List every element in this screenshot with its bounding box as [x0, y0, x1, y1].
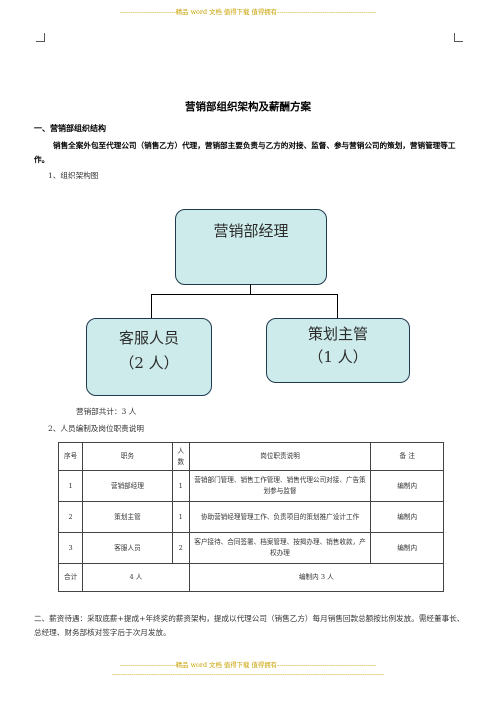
table-cell: 1 [171, 470, 190, 502]
staffing-heading: 2、人员编制及岗位职责说明 [48, 424, 144, 433]
section2-paragraph: 二、薪资待遇：采取底薪+提成+年终奖的薪资架构，提成以代理公司（销售乙方）每月销… [34, 614, 465, 637]
header-cell: 备 注 [370, 442, 444, 471]
org-chart-heading: 1、组织架构图 [48, 171, 99, 180]
corner-mark-top-right [454, 33, 463, 42]
header-cell: 岗位职责说明 [188, 442, 372, 471]
connector-left [151, 294, 152, 318]
table-cell: 策划主管 [82, 501, 173, 533]
table-cell: 客服人员 [82, 532, 173, 564]
connector-vertical-root [250, 284, 251, 294]
section1-paragraph: 销售全案外包至代理公司（销售乙方）代理，营销部主要负责与乙方的对接、监督、参与营… [34, 141, 456, 164]
table-row: 2 策划主管 1 协助营销经理管理工作、负责项目的策划推广设计工作 编制内 [57, 501, 444, 533]
org-node-planning-lead-title: 策划主管 [307, 325, 368, 343]
document-title: 营销部组织架构及薪酬方案 [185, 101, 311, 113]
total-label-cell: 合计 [57, 563, 84, 592]
header-banner: --------------------------精品 word 文档 值得下… [119, 8, 377, 16]
table-cell: 协助营销经理管理工作、负责项目的策划推广设计工作 [188, 501, 372, 533]
corner-mark-top-left [36, 33, 45, 42]
table-cell: 3 [57, 532, 84, 564]
org-node-planning-lead: 策划主管 （1 人） [266, 318, 410, 383]
header-cell: 人数 [171, 442, 190, 471]
table-row: 3 客服人员 2 客户接待、合同签署、档案管理、按揭办理、销售收款，产权办理 编… [57, 532, 444, 564]
header-cell: 序号 [57, 442, 84, 471]
org-node-manager: 营销部经理 [175, 209, 327, 285]
total-note-cell: 编制内 3 人 [188, 563, 445, 592]
table-cell: 1 [171, 501, 190, 533]
table-cell: 2 [171, 532, 190, 564]
org-node-customer-service-title: 客服人员 [118, 329, 179, 347]
connector-right [337, 294, 338, 318]
footer-banner-dashes: ----------------------------------------… [111, 670, 385, 678]
table-cell: 编制内 [370, 470, 444, 502]
table-cell: 营销部门管理、销售工作管理、销售代理公司对接、广告策划参与监督 [188, 470, 372, 502]
table-row: 1 营销部经理 1 营销部门管理、销售工作管理、销售代理公司对接、广告策划参与监… [57, 470, 444, 502]
org-node-customer-service-count: （2 人） [119, 354, 179, 372]
total-count-text: 营销部共计：3 人 [76, 407, 137, 416]
total-people-cell: 4 人 [82, 563, 190, 592]
table-cell: 客户接待、合同签署、档案管理、按揭办理、销售收款，产权办理 [188, 532, 372, 564]
footer-banner: --------------------------精品 word 文档 值得下… [119, 661, 377, 669]
table-cell: 编制内 [370, 532, 444, 564]
header-cell: 职务 [82, 442, 173, 471]
table-header-row: 序号 职务 人数 岗位职责说明 备 注 [57, 442, 444, 471]
staffing-table: 序号 职务 人数 岗位职责说明 备 注 1 营销部经理 1 营销部门管理、销售工… [57, 442, 445, 592]
section1-heading: 一、营销部组织结构 [34, 123, 106, 133]
table-cell: 编制内 [370, 501, 444, 533]
table-cell: 2 [57, 501, 84, 533]
org-node-planning-lead-count: （1 人） [308, 348, 368, 366]
table-total-row: 合计 4 人 编制内 3 人 [57, 563, 445, 592]
table-cell: 营销部经理 [82, 470, 173, 502]
table-cell: 1 [57, 470, 84, 502]
connector-horizontal [151, 294, 337, 295]
org-node-manager-label: 营销部经理 [213, 222, 289, 240]
org-node-customer-service: 客服人员 （2 人） [86, 318, 212, 396]
